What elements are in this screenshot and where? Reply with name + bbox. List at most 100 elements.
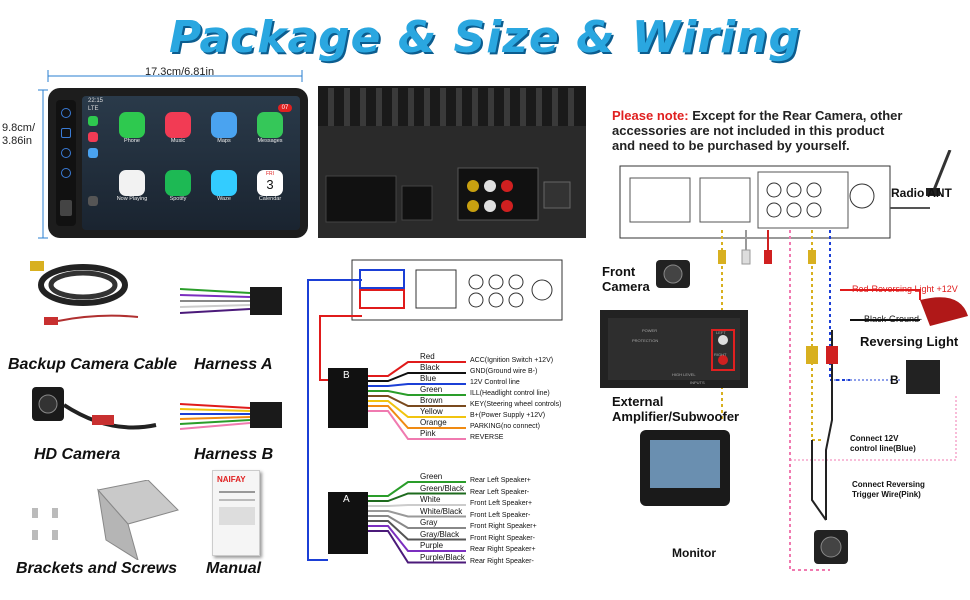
wire-color-label: White/Black: [420, 506, 463, 516]
height-dimension-line: [38, 89, 48, 239]
app-messages[interactable]: Messages: [252, 112, 288, 144]
app-label: Phone: [124, 138, 140, 144]
harness-a-image: [180, 287, 282, 315]
music-dock-icon[interactable]: [88, 132, 98, 142]
usb-port: [60, 200, 72, 216]
harness-b-connector: [328, 368, 368, 428]
app-now-playing[interactable]: Now Playing: [114, 170, 150, 202]
home-icon[interactable]: [61, 128, 71, 138]
back-icon[interactable]: [61, 168, 71, 178]
wire-description-label: Front Right Speaker+: [470, 523, 537, 530]
maps-dock-icon[interactable]: [88, 148, 98, 158]
external-amp-label: External Amplifier/Subwoofer: [612, 394, 740, 424]
waze-icon: [211, 170, 237, 196]
wire-gray: [368, 515, 466, 529]
brackets-label: Brackets and Screws: [16, 560, 177, 577]
radio-ant-label: Radio ANT: [891, 186, 952, 200]
wire-color-label: Red: [420, 352, 435, 361]
wire-description-label: Rear Left Speaker+: [470, 477, 531, 484]
wire-red: [368, 361, 466, 377]
app-phone[interactable]: Phone: [114, 112, 150, 144]
wire-blue: [368, 383, 466, 387]
wire-pink: [368, 410, 466, 440]
wire-description-label: 12V Control line: [470, 379, 520, 386]
wire-green-black: [368, 492, 466, 502]
wire-color-label: Black: [420, 363, 440, 372]
wire-color-label: Green: [420, 385, 443, 394]
wire-description-label: ACC(Ignition Switch +12V): [470, 357, 554, 364]
amp-high-level-label: HIGH LEVEL: [672, 372, 696, 377]
wire-color-label: Green: [420, 472, 443, 481]
brackets-and-screws-image: [32, 480, 179, 560]
wire-purple-black: [368, 530, 466, 564]
volume-icon[interactable]: [61, 148, 71, 158]
grid-dock-icon[interactable]: [88, 196, 98, 206]
app-maps[interactable]: Maps: [206, 112, 242, 144]
wire-brown: [368, 395, 466, 407]
page-title: Package & Size & Wiring: [169, 12, 801, 63]
width-dimension-label: 17.3cm/6.81in: [145, 66, 215, 78]
backup-camera-cable-image: [30, 261, 139, 325]
app-music[interactable]: Music: [160, 112, 196, 144]
wire-description-label: Front Left Speaker-: [470, 511, 531, 519]
wire-white: [368, 504, 466, 507]
spotify-icon: [165, 170, 191, 196]
hd-camera-image: [32, 387, 157, 430]
wire-purple: [368, 525, 466, 552]
wire-yellow: [368, 400, 466, 418]
wire-green: [368, 481, 466, 497]
wire-white-black: [368, 510, 466, 518]
app-label: Waze: [217, 196, 231, 202]
wire-description-label: Front Right Speaker-: [470, 534, 535, 542]
app-waze[interactable]: Waze: [206, 170, 242, 202]
app-spotify[interactable]: Spotify: [160, 170, 196, 202]
harness-b-image: [180, 402, 282, 430]
wire-color-label: Gray: [420, 518, 438, 527]
wire-color-label: Gray/Black: [420, 529, 460, 539]
phone-dock-icon[interactable]: [88, 116, 98, 126]
connect-reversing-label: Connect Reversing Trigger Wire(Pink): [852, 480, 925, 499]
wire-color-label: Blue: [420, 374, 437, 383]
manual-brand: NAIFAY: [217, 475, 246, 484]
rear-chassis: [318, 86, 586, 238]
height-dimension-label: 9.8cm/ 3.86in: [2, 122, 36, 147]
harness-routing-lines: [307, 279, 362, 561]
harness-b-connector-label: B: [343, 370, 350, 381]
app-label: Now Playing: [116, 196, 148, 202]
amp-left-label: LEFT: [716, 330, 726, 335]
connect-12v-label: Connect 12V control line(Blue): [850, 434, 916, 453]
calendar-day: FRI: [265, 171, 275, 177]
wire-description-label: B+(Power Supply +12V): [470, 412, 546, 419]
wire-description-label: REVERSE: [470, 434, 504, 441]
wire-description-label: GND(Ground wire B-): [470, 368, 538, 375]
wire-gray-black: [368, 520, 466, 541]
wire-color-label: Orange: [420, 418, 447, 427]
amp-inputs-label: INPUTS: [690, 380, 705, 385]
monitor-label: Monitor: [672, 546, 716, 560]
hd-camera-label: HD Camera: [34, 446, 121, 463]
wire-description-label: ILL(Headlight control line): [470, 390, 550, 397]
wire-description-label: Rear Right Speaker-: [470, 557, 534, 565]
wire-color-label: Green/Black: [420, 483, 465, 493]
front-camera-label: Front Camera: [602, 264, 650, 294]
wire-description-label: Front Left Speaker+: [470, 500, 533, 507]
trigger-box-label: B: [890, 373, 899, 387]
manual-image: NAIFAY: [212, 470, 260, 556]
wire-green: [368, 390, 466, 396]
now-playing-icon: [119, 170, 145, 196]
messages-icon: [257, 112, 283, 138]
wire-color-label: Brown: [420, 396, 443, 405]
side-control-strip: [56, 100, 76, 226]
phone-icon: [119, 112, 145, 138]
red-reversing-label: Red-Reversing Light +12V: [852, 284, 958, 294]
wire-orange: [368, 405, 466, 429]
maps-icon: [211, 112, 237, 138]
power-icon[interactable]: [61, 108, 71, 118]
amp-right-label: RIGHT: [714, 352, 727, 357]
rear-panel-sketch: [351, 259, 563, 321]
amp-power-label: POWER: [642, 328, 658, 333]
